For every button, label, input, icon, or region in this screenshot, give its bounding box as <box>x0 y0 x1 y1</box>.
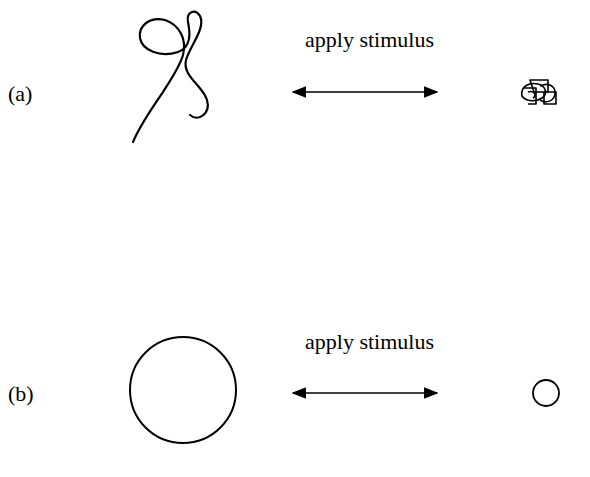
double-arrow <box>293 392 437 394</box>
panel-label: (b) <box>8 382 34 406</box>
large-sphere <box>130 337 236 443</box>
panel-label: (a) <box>8 82 32 106</box>
collapsed-chain <box>522 80 556 104</box>
double-arrow <box>293 91 437 93</box>
arrow-label: apply stimulus <box>305 28 434 52</box>
arrow-label: apply stimulus <box>305 330 434 354</box>
tangled-chain <box>133 12 208 142</box>
small-sphere <box>533 380 559 406</box>
